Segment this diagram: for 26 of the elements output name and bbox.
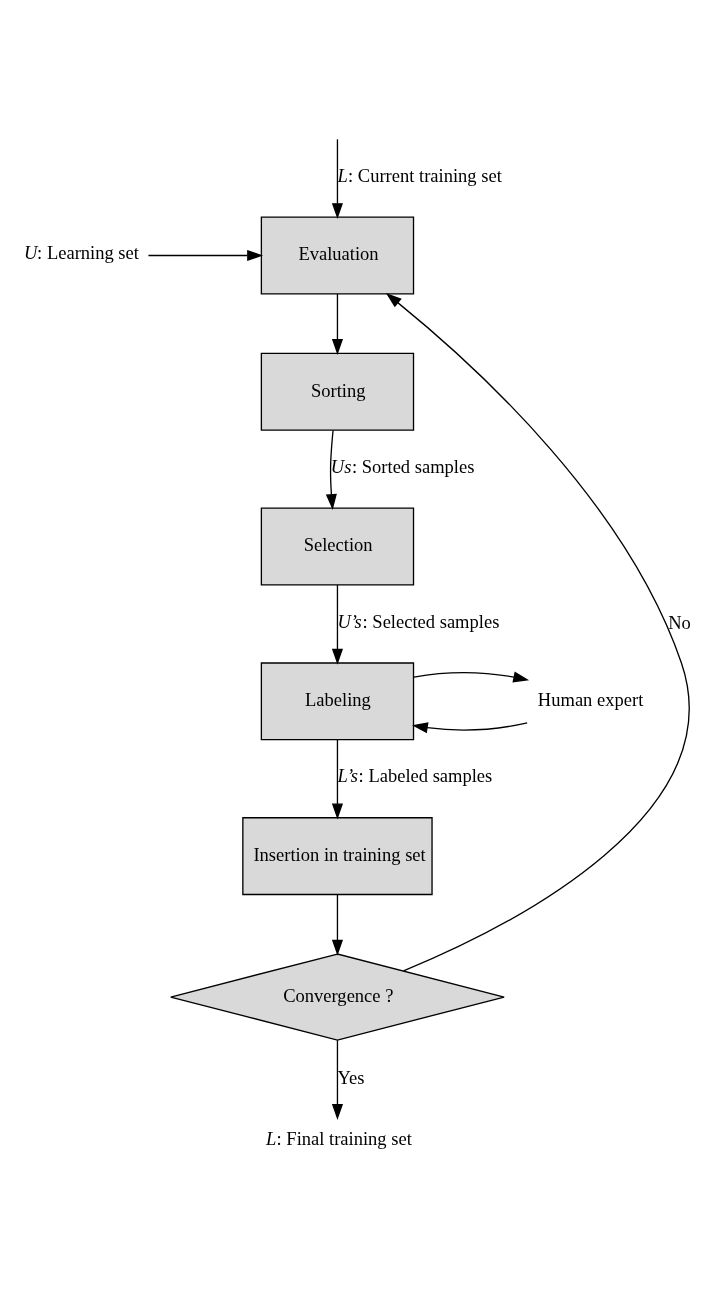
node-box: Sorting [260, 352, 415, 431]
arrow [331, 893, 343, 956]
arrow [331, 1039, 343, 1120]
edge-label: Yes [337, 1066, 365, 1088]
node-text: L: Final training set [266, 1127, 412, 1149]
arrow [331, 292, 343, 355]
arrow [331, 583, 343, 665]
arrow [147, 249, 264, 261]
node-box: Selection [260, 507, 415, 586]
arrow [413, 671, 530, 682]
node-text: U: Learning set [23, 241, 139, 263]
edge-label: L’s: Labeled samples [337, 764, 493, 786]
edge-label: No [668, 611, 691, 633]
edge-label: Us: Sorted samples [330, 455, 475, 477]
edge-label: L: Current training set [337, 164, 502, 186]
node-box: Labeling [260, 661, 415, 740]
arrow [411, 721, 528, 733]
arrow [325, 429, 337, 510]
node-box: Insertion in training set [242, 816, 433, 895]
node-box: Evaluation [260, 215, 415, 294]
node-text: Human expert [537, 688, 644, 710]
edge-label: U’s: Selected samples [337, 610, 500, 632]
arrow [331, 738, 343, 819]
arrow [331, 138, 343, 219]
arrow [385, 292, 690, 972]
node-diamond: Convergence ? [170, 952, 505, 1041]
